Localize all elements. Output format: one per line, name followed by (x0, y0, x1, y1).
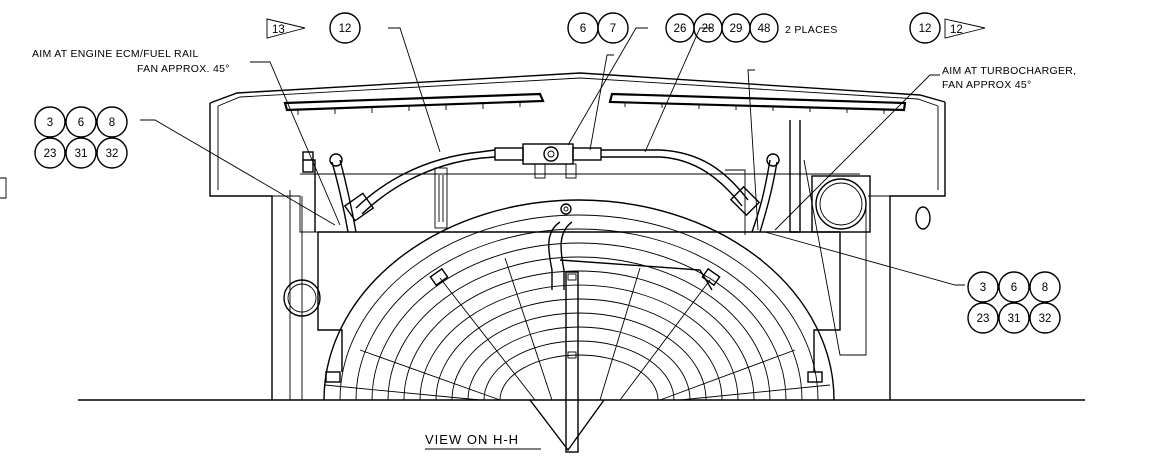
svg-text:29: 29 (730, 23, 743, 35)
note-two-places: 2 PLACES (785, 24, 838, 36)
svg-text:23: 23 (977, 313, 990, 325)
balloon-6-top: 6 (567, 12, 599, 44)
svg-text:6: 6 (580, 23, 586, 35)
fan-guard (323, 199, 835, 453)
note-turbo-line2: FAN APPROX 45° (942, 79, 1032, 91)
svg-text:3: 3 (47, 117, 53, 129)
svg-text:8: 8 (109, 117, 115, 129)
view-title: VIEW ON H-H (425, 432, 519, 447)
flag-left: 13 (266, 18, 306, 39)
svg-text:31: 31 (75, 148, 88, 160)
svg-text:26: 26 (674, 23, 687, 35)
leader-lines (140, 27, 965, 286)
svg-text:23: 23 (44, 148, 57, 160)
svg-text:13: 13 (272, 24, 285, 36)
svg-text:12: 12 (339, 23, 352, 35)
balloon-7-top: 7 (597, 12, 629, 44)
note-engine-ecm-line1: AIM AT ENGINE ECM/FUEL RAIL (32, 48, 199, 60)
balloon-group-26-48: 26 28 29 48 (665, 13, 779, 43)
note-turbo-line1: AIM AT TURBOCHARGER, (942, 65, 1076, 77)
left-balloon-group: 3 6 8 23 31 32 (34, 106, 128, 169)
balloon-12-left: 12 (329, 12, 361, 44)
svg-text:6: 6 (1011, 282, 1017, 294)
svg-text:8: 8 (1042, 282, 1048, 294)
svg-text:7: 7 (610, 23, 616, 35)
right-balloon-group: 3 6 8 23 31 32 (967, 271, 1061, 334)
flag-right: 12 (944, 18, 986, 39)
note-engine-ecm-line2: FAN APPROX. 45° (137, 63, 230, 75)
svg-text:3: 3 (980, 282, 986, 294)
svg-text:48: 48 (758, 23, 771, 35)
svg-text:6: 6 (78, 117, 84, 129)
balloon-12-right-visible: 12 (909, 12, 941, 44)
svg-text:32: 32 (1039, 313, 1052, 325)
hose-assembly (329, 120, 801, 291)
left-edge-bracket (0, 177, 7, 199)
svg-text:12: 12 (950, 24, 963, 36)
svg-text:32: 32 (106, 148, 119, 160)
svg-text:28: 28 (702, 23, 715, 35)
balloon-12-right-label: 12 (919, 23, 932, 35)
svg-text:31: 31 (1008, 313, 1021, 325)
shroud-housing (209, 72, 946, 400)
